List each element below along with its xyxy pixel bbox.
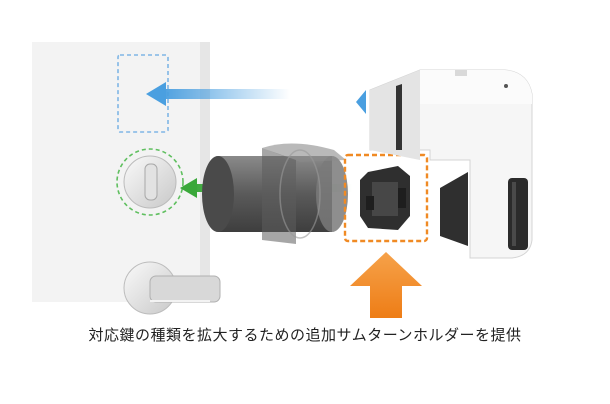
door-panel — [32, 42, 210, 302]
cylinder-adapter-icon — [202, 143, 348, 244]
smart-lock-device — [370, 70, 532, 258]
thumb-turn-holder-icon — [360, 166, 410, 230]
orange-arrow — [350, 252, 422, 318]
thumb-turn-icon — [145, 164, 157, 200]
caption-text: 対応鍵の種類を拡大するための追加サムターンホルダーを提供 — [0, 324, 610, 345]
